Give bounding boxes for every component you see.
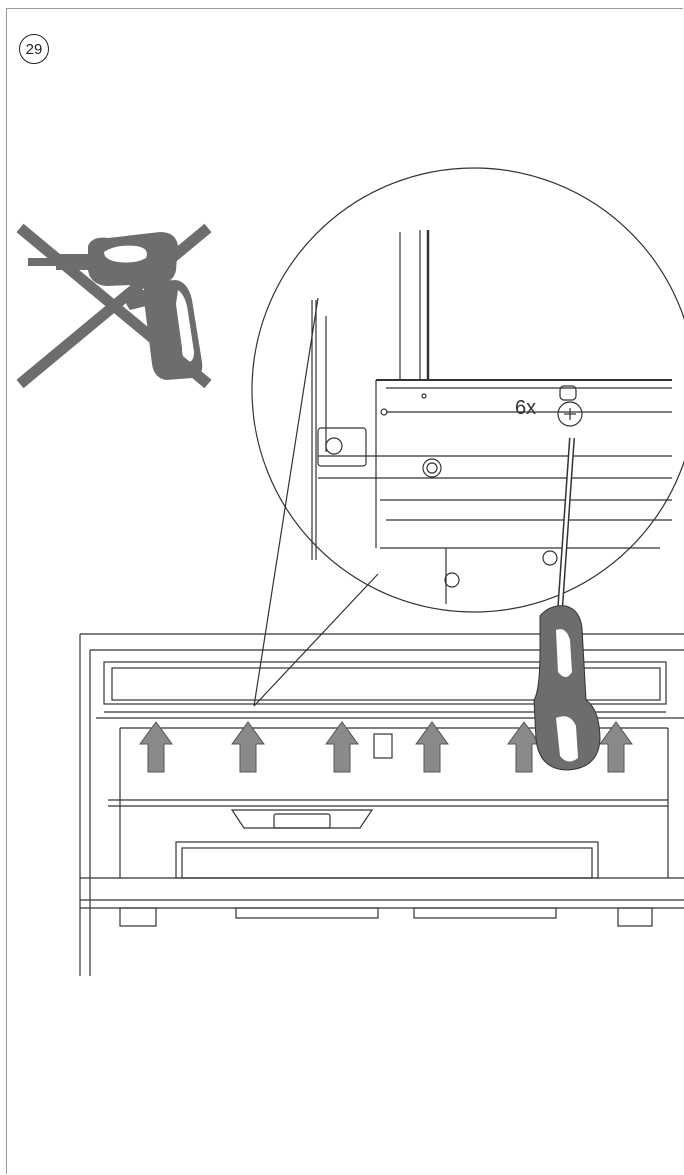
quantity-label: 6x — [515, 397, 536, 419]
arrow-5 — [507, 721, 541, 773]
arrow-6 — [599, 721, 633, 773]
arrow-2 — [231, 721, 265, 773]
screwdriver-icon — [533, 437, 601, 771]
arrow-1 — [139, 721, 173, 773]
arrow-3 — [325, 721, 359, 773]
piano-assembly-drawing — [79, 633, 684, 976]
page-frame — [6, 8, 683, 1174]
arrow-4 — [415, 721, 449, 773]
detail-magnifier — [251, 167, 684, 707]
step-number-badge: 29 — [19, 34, 49, 64]
no-power-drill-icon — [16, 223, 212, 389]
screw-location-arrows — [139, 721, 633, 773]
